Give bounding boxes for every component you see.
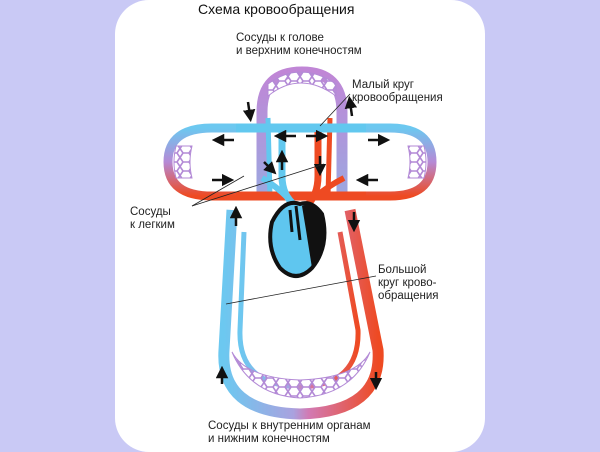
leader-lines [191, 93, 377, 305]
label-organ-vessels: Сосуды к внутренним органам и нижним кон… [208, 420, 371, 445]
arrow [344, 95, 358, 117]
label-small-circle: Малый круг кровообращения [352, 79, 443, 104]
heart [268, 200, 327, 278]
arrow [242, 101, 256, 123]
page-title: Схема кровообращения [198, 1, 355, 17]
arrow [263, 161, 277, 175]
label-lung-vessels: Сосуды к легким [130, 206, 175, 231]
label-big-circle: Большой круг крово- обращения [378, 264, 439, 302]
label-head-vessels: Сосуды к голове и верхним конечностям [236, 32, 362, 57]
flow-arrows [211, 95, 391, 391]
pulmonary-circuit [163, 123, 437, 209]
